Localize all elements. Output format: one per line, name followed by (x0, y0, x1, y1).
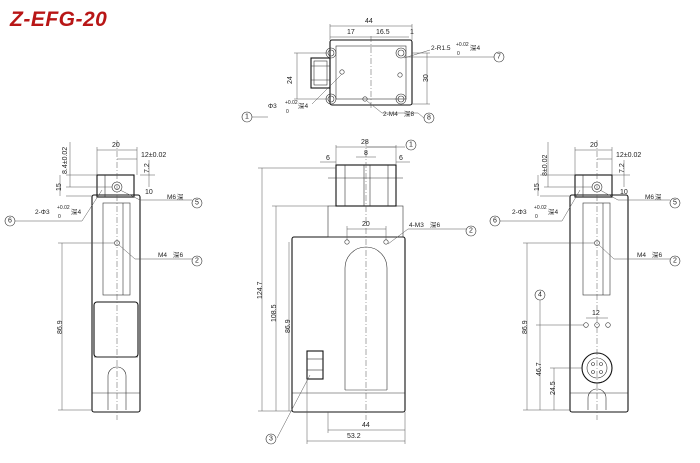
right-note-tol-zero: 0 (535, 214, 538, 220)
balloon-left-6: 6 (8, 218, 12, 225)
balloon-right-4: 4 (538, 292, 542, 299)
top-note-phi3: Φ3 (268, 103, 277, 110)
right-dim-8: 8±0.02 (542, 155, 549, 176)
top-note-phi3-depth: 深4 (298, 101, 309, 110)
right-note-m4-depth: 深6 (652, 250, 663, 259)
balloon-left-2: 2 (195, 258, 199, 265)
balloon-right-2: 2 (673, 258, 677, 265)
left-note-depth4: 深4 (71, 207, 82, 216)
right-note-2-phi3: 2-Φ3 (512, 209, 527, 216)
right-view: 20 12±0.02 8±0.02 15 7.2 10 12 86.9 46.7… (489, 140, 681, 420)
left-dim-20: 20 (112, 142, 120, 149)
right-dim-10: 10 (620, 189, 628, 196)
front-dim-28: 28 (361, 139, 369, 146)
left-note-2-phi3: 2-Φ3 (35, 209, 50, 216)
top-note-2-m4: 2-M4 (383, 111, 398, 118)
top-dim-30: 30 (423, 74, 430, 82)
top-dim-1: 1 (410, 29, 414, 36)
right-dim-12: 12±0.02 (616, 152, 641, 159)
right-dim-7-2: 7.2 (619, 163, 626, 173)
top-note-tol-plus: +0.02 (456, 42, 469, 48)
front-note-m3-depth: 深6 (430, 220, 441, 229)
top-note-phi3-plus: +0.02 (285, 100, 298, 106)
left-dim-86-9: 86.9 (57, 320, 64, 334)
front-dim-8: 8 (364, 150, 368, 157)
top-note-depth4: 深4 (470, 43, 481, 52)
left-note-m4-depth: 深6 (173, 250, 184, 259)
left-note-m6: M6 (167, 194, 176, 201)
balloon-top-8: 8 (427, 115, 431, 122)
left-dim-7-2: 7.2 (144, 163, 151, 173)
right-dim-24-5: 24.5 (550, 381, 557, 395)
left-dim-8-4: 8.4±0.02 (62, 147, 69, 174)
right-note-m6: M6 (645, 194, 654, 201)
right-note-m4: M4 (637, 252, 646, 259)
right-dim-12-holes: 12 (592, 310, 600, 317)
front-dim-108-5: 108.5 (271, 304, 278, 322)
top-dim-44: 44 (365, 18, 373, 25)
top-note-m4-depth: 深8 (404, 109, 415, 118)
top-mount-holes (325, 47, 407, 105)
balloon-front-2: 2 (469, 228, 473, 235)
top-note-2-r1-5: 2-R1.5 (431, 45, 451, 52)
balloon-right-5: 5 (673, 200, 677, 207)
right-note-m6-depth: 深 (655, 192, 662, 201)
left-dim-15: 15 (56, 183, 63, 191)
right-dim-46-7: 46.7 (536, 362, 543, 376)
front-dim-124-7: 124.7 (257, 281, 264, 299)
left-note-m4: M4 (158, 252, 167, 259)
balloon-front-1: 1 (409, 142, 413, 149)
front-dim-86-9: 86.9 (285, 319, 292, 333)
top-dim-17: 17 (347, 29, 355, 36)
front-view: 28 8 6 6 20 124.7 108.5 86.9 44 53.2 4-M… (257, 139, 477, 445)
right-note-tol-plus: +0.02 (534, 205, 547, 211)
front-dim-20: 20 (362, 221, 370, 228)
front-note-4-m3: 4-M3 (409, 222, 424, 229)
left-note-tol-plus: +0.02 (57, 205, 70, 211)
left-dim-10: 10 (145, 189, 153, 196)
top-note-tol-zero: 0 (457, 51, 460, 57)
front-dim-44: 44 (362, 422, 370, 429)
balloon-left-5: 5 (195, 200, 199, 207)
balloon-top-1: 1 (245, 114, 249, 121)
drawing-title: Z-EFG-20 (10, 8, 108, 31)
right-dim-15: 15 (534, 183, 541, 191)
front-dim-6-left: 6 (326, 155, 330, 162)
balloon-top-7: 7 (497, 54, 501, 61)
left-dim-12: 12±0.02 (141, 152, 166, 159)
top-dim-24: 24 (287, 76, 294, 84)
right-dim-20: 20 (590, 142, 598, 149)
balloon-right-6: 6 (493, 218, 497, 225)
left-note-tol-zero: 0 (58, 214, 61, 220)
right-dim-86-9: 86.9 (522, 320, 529, 334)
front-dim-53-2: 53.2 (347, 433, 361, 440)
top-view: 44 17 16.5 1 24 30 2-R1.5 +0.02 0 深4 Φ3 … (241, 18, 505, 124)
front-dim-6-right: 6 (399, 155, 403, 162)
top-dim-16-5: 16.5 (376, 29, 390, 36)
balloon-front-3: 3 (269, 436, 273, 443)
right-note-depth4: 深4 (548, 207, 559, 216)
top-note-phi3-zero: 0 (286, 109, 289, 115)
left-view: 20 12±0.02 15 8.4±0.02 7.2 10 86.9 M6 深 … (4, 140, 203, 420)
left-note-m6-depth: 深 (177, 192, 184, 201)
